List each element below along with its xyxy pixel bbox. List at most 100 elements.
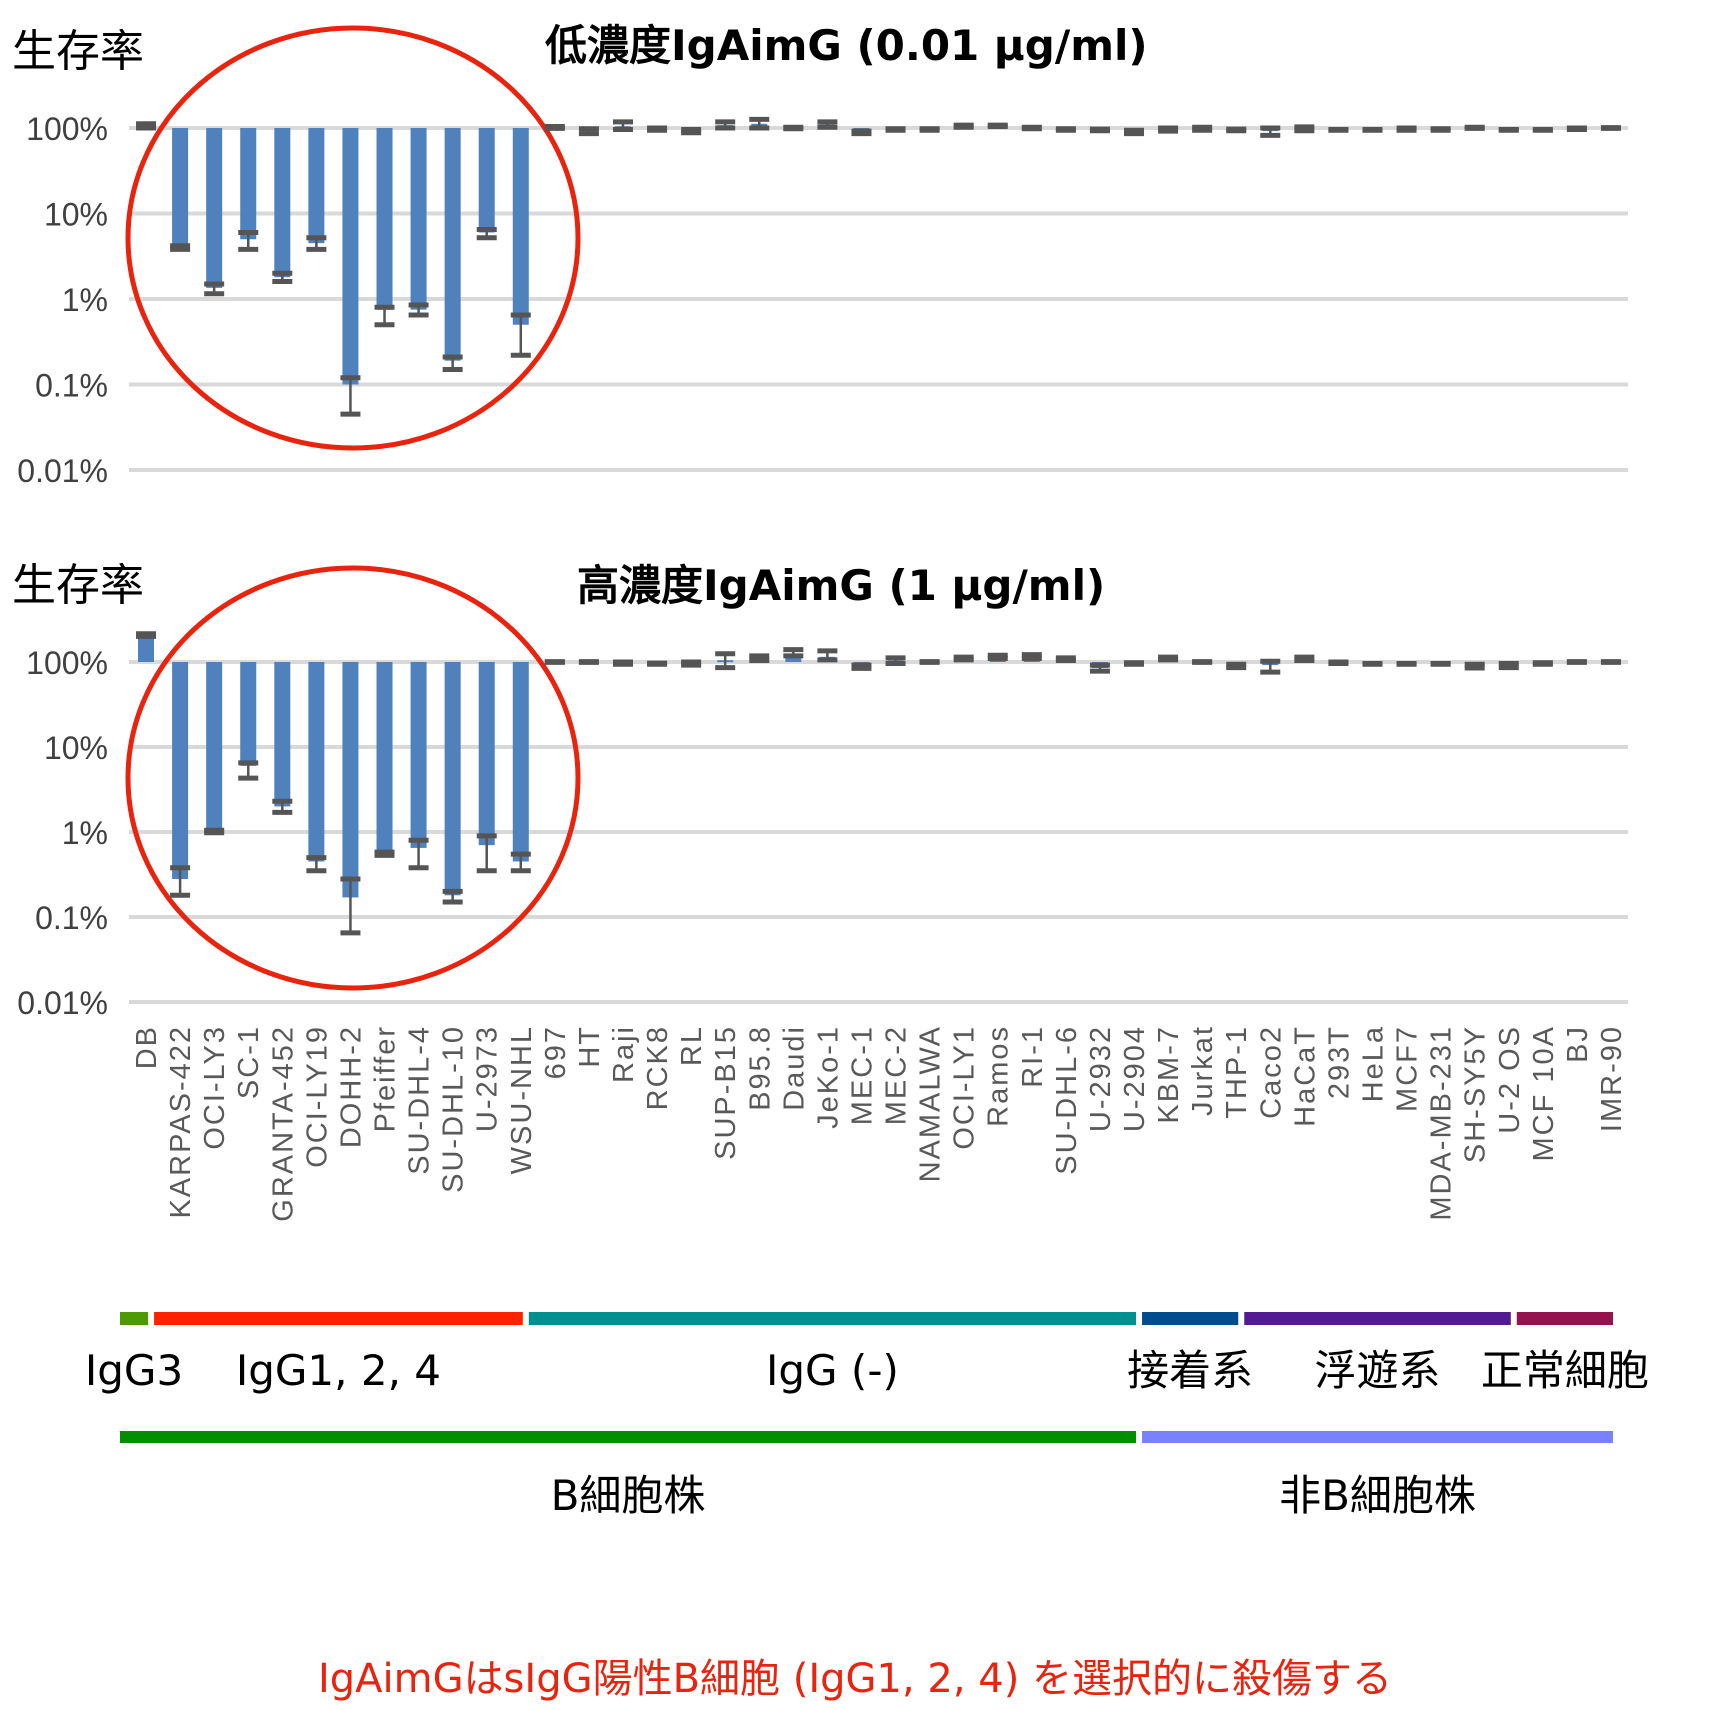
- group-bar-cell-line: [1142, 1431, 1613, 1443]
- y-tick-label: 10%: [44, 197, 108, 233]
- x-tick-label: SC-1: [233, 1025, 265, 1099]
- x-tick-label: SU-DHL-6: [1051, 1025, 1083, 1175]
- x-tick-label: DOHH-2: [335, 1025, 367, 1148]
- bar-Pfeiffer: [376, 662, 393, 855]
- y-tick-label: 1%: [62, 815, 108, 851]
- x-tick-label: B95.8: [744, 1025, 776, 1111]
- bar-KARPAS-422: [172, 662, 189, 879]
- x-tick-label: SUP-B15: [710, 1025, 742, 1160]
- y-tick-label: 100%: [26, 645, 108, 681]
- x-tick-label: DB: [131, 1025, 163, 1069]
- x-tick-label: HaCaT: [1289, 1025, 1321, 1127]
- x-tick-label: JeKo-1: [812, 1025, 844, 1129]
- y-tick-label: 100%: [26, 111, 108, 147]
- x-tick-label: OCI-LY1: [949, 1025, 981, 1150]
- x-tick-label: RI-1: [1017, 1025, 1049, 1088]
- x-tick-label: THP-1: [1221, 1025, 1253, 1119]
- y-tick-label: 1%: [62, 282, 108, 318]
- x-tick-label: KBM-7: [1153, 1025, 1185, 1124]
- bar-SU-DHL-4: [410, 128, 427, 310]
- x-tick-label: MEC-2: [881, 1025, 913, 1125]
- x-tick-label: U-2904: [1119, 1025, 1151, 1132]
- group-bar-subtype: [1142, 1312, 1239, 1325]
- x-tick-label: IMR-90: [1596, 1025, 1628, 1132]
- group-label-subtype: 浮遊系: [1315, 1346, 1441, 1395]
- x-tick-label: WSU-NHL: [506, 1025, 538, 1174]
- chart-title-high: 高濃度IgAimG (1 µg/ml): [577, 561, 1105, 610]
- group-bar-subtype: [120, 1312, 149, 1325]
- x-tick-label: Ramos: [983, 1025, 1015, 1127]
- highlight-circle: [125, 25, 581, 451]
- bar-Pfeiffer: [376, 128, 393, 310]
- group-bar-cell-line: [120, 1431, 1137, 1443]
- bar-DOHH-2: [342, 128, 359, 385]
- x-tick-label: 697: [540, 1025, 572, 1079]
- bar-GRANTA-452: [274, 662, 291, 807]
- group-label-cell-line: 非B細胞株: [1279, 1471, 1476, 1520]
- bar-SC-1: [240, 128, 257, 240]
- bar-DOHH-2: [342, 662, 359, 898]
- x-tick-label: HT: [574, 1025, 606, 1068]
- x-tick-label: SU-DHL-10: [438, 1025, 470, 1193]
- bar-U-2973: [478, 128, 495, 233]
- x-tick-label: MEC-1: [846, 1025, 878, 1125]
- bar-SU-DHL-10: [444, 128, 461, 361]
- bar-SU-DHL-10: [444, 662, 461, 896]
- x-tick-label: HeLa: [1357, 1025, 1389, 1102]
- x-tick-label: SH-SY5Y: [1460, 1025, 1492, 1163]
- y-tick-label: 0.01%: [17, 453, 108, 489]
- bar-DB: [138, 638, 155, 662]
- x-tick-label: U-2932: [1085, 1025, 1117, 1132]
- x-tick-label: OCI-LY3: [199, 1025, 231, 1150]
- x-tick-label: BJ: [1562, 1025, 1594, 1063]
- highlight-circle: [125, 565, 581, 991]
- x-tick-label: Caco2: [1255, 1025, 1287, 1119]
- x-tick-label: RCK8: [642, 1025, 674, 1110]
- bar-KARPAS-422: [172, 128, 189, 248]
- x-tick-label: 293T: [1323, 1025, 1355, 1099]
- y-axis-label-top: 生存率: [12, 26, 144, 77]
- y-tick-label: 10%: [44, 730, 108, 766]
- chart-0: 100% 10% 1% 0.1% 0.01%: [17, 25, 1628, 489]
- chart-title-low: 低濃度IgAimG (0.01 µg/ml): [545, 21, 1148, 70]
- x-tick-label: Daudi: [778, 1025, 810, 1111]
- bar-GRANTA-452: [274, 128, 291, 278]
- group-bar-subtype: [1244, 1312, 1511, 1325]
- group-label-subtype: 正常細胞: [1481, 1346, 1649, 1395]
- x-tick-label: U-2 OS: [1494, 1025, 1526, 1134]
- group-label-subtype: IgG1, 2, 4: [236, 1346, 441, 1395]
- bar-OCI-LY3: [206, 662, 223, 832]
- y-tick-label: 0.01%: [17, 985, 108, 1021]
- y-tick-label: 0.1%: [35, 368, 108, 404]
- x-tick-label: GRANTA-452: [267, 1025, 299, 1222]
- x-tick-label: MCF 10A: [1528, 1025, 1560, 1161]
- x-tick-label: RL: [676, 1025, 708, 1066]
- bar-OCI-LY3: [206, 128, 223, 288]
- group-bar-subtype: [154, 1312, 523, 1325]
- group-bar-subtype: [528, 1312, 1137, 1325]
- group-label-subtype: IgG (-): [766, 1346, 899, 1395]
- bar-U-2973: [478, 662, 495, 846]
- bar-SU-DHL-4: [410, 662, 427, 848]
- x-tick-label: OCI-LY19: [301, 1025, 333, 1168]
- bar-SC-1: [240, 662, 257, 766]
- x-tick-label: MCF7: [1392, 1025, 1424, 1112]
- x-tick-label: MDA-MB-231: [1426, 1025, 1458, 1221]
- x-tick-label: KARPAS-422: [165, 1025, 197, 1219]
- bar-WSU-NHL: [512, 662, 529, 862]
- group-bar-subtype: [1516, 1312, 1613, 1325]
- x-tick-label: Jurkat: [1187, 1025, 1219, 1116]
- group-label-cell-line: B細胞株: [551, 1471, 706, 1520]
- bar-WSU-NHL: [512, 128, 529, 325]
- x-tick-label: NAMALWA: [915, 1025, 947, 1182]
- y-tick-label: 0.1%: [35, 900, 108, 936]
- group-label-subtype: 接着系: [1127, 1346, 1253, 1395]
- x-tick-label: SU-DHL-4: [404, 1025, 436, 1175]
- conclusion-text: IgAimGはsIgG陽性B細胞 (IgG1, 2, 4) を選択的に殺傷する: [318, 1656, 1392, 1702]
- x-tick-label: Pfeiffer: [370, 1025, 402, 1132]
- group-label-subtype: IgG3: [85, 1346, 183, 1395]
- x-tick-label: Raji: [608, 1025, 640, 1083]
- x-tick-label: U-2973: [472, 1025, 504, 1132]
